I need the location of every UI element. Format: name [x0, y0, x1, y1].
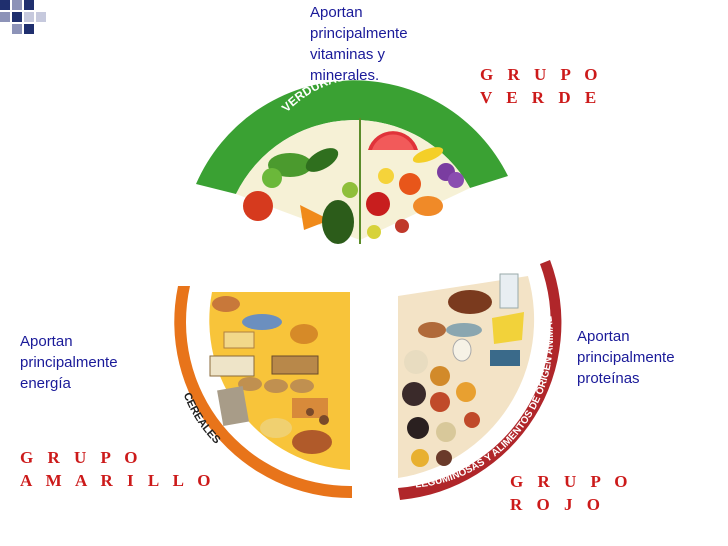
red-title-line-2: R O J O: [510, 495, 605, 514]
crackers-icon: [271, 355, 319, 375]
green-title-line-1: G R U P O: [480, 65, 603, 84]
corn-icon: [260, 418, 292, 438]
lentils-icon: [456, 382, 476, 402]
yellow-desc-line-1: Aportan: [20, 333, 73, 350]
rice-dish-icon: [242, 314, 282, 330]
green-desc-line-3: vitaminas y: [310, 46, 386, 63]
fish-icon: [446, 323, 482, 337]
red-group-title: G R U P O R O J O: [510, 470, 632, 516]
black-beans-icon: [402, 382, 426, 406]
yellow-section: CEREALES: [174, 286, 352, 499]
egg-icon: [452, 338, 472, 362]
bread-slices-icon: [209, 355, 255, 377]
green-desc-line-4: minerales.: [310, 67, 380, 84]
pasta-icon: [223, 331, 255, 349]
bread-icon: [212, 296, 240, 312]
cheese-icon: [492, 312, 524, 344]
green-group-title: G R U P O V E R D E: [480, 63, 602, 109]
carrot-icon: [300, 205, 330, 230]
green-title-line-2: V E R D E: [480, 88, 602, 107]
meat-icon: [448, 290, 492, 314]
banana-icon: [412, 147, 444, 163]
cucumber-icon: [305, 148, 339, 172]
sardine-can-icon: [490, 350, 520, 366]
red-group-description: Aportan principalmente proteínas: [577, 326, 675, 389]
milk-icon: [499, 273, 519, 309]
orange-icon: [399, 173, 421, 195]
red-section: LEGUMINOSAS Y ALIMENTOS DE ORIGEN ANIMAL: [398, 260, 562, 500]
green-desc-line-2: principalmente: [310, 25, 408, 42]
yellow-title-line-2: A M A R I L L O: [20, 471, 216, 490]
chickpeas-icon: [436, 422, 456, 442]
chicken-icon: [418, 322, 446, 338]
bowl-icon: [290, 324, 318, 344]
yellow-group-title: G R U P O A M A R I L L O: [20, 446, 215, 492]
yellow-title-line-1: G R U P O: [20, 448, 143, 467]
tortilla-icon: [217, 386, 249, 426]
avocado-icon: [322, 200, 354, 244]
green-group-description: Aportan principalmente vitaminas y miner…: [310, 2, 408, 86]
corner-decoration: [0, 0, 46, 34]
red-desc-line-3: proteínas: [577, 370, 640, 387]
red-desc-line-2: principalmente: [577, 349, 675, 366]
apple-icon: [366, 192, 390, 216]
green-desc-line-1: Aportan: [310, 4, 363, 21]
yellow-desc-line-2: principalmente: [20, 354, 118, 371]
papaya-icon: [413, 196, 443, 216]
sweet-potato-icon: [292, 430, 332, 454]
red-desc-line-1: Aportan: [577, 328, 630, 345]
tomato-icon: [243, 191, 273, 221]
red-title-line-1: G R U P O: [510, 472, 633, 491]
yellow-desc-line-3: energía: [20, 375, 71, 392]
green-section: VERDURAS Y FRUTAS: [196, 67, 508, 244]
red-beans-icon: [430, 392, 450, 412]
yellow-group-description: Aportan principalmente energía: [20, 331, 118, 394]
